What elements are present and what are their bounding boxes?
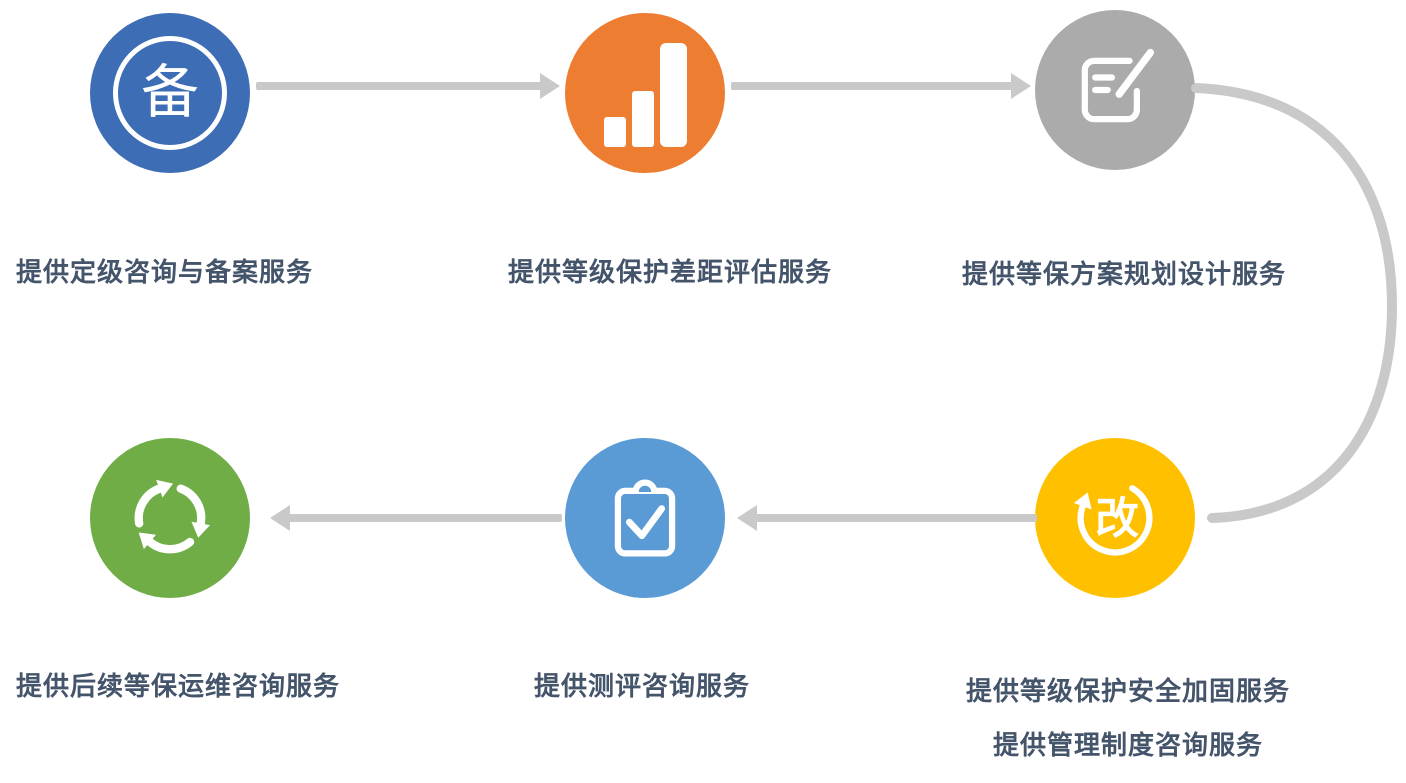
step-circle-security-reinforcement: 改 <box>1035 438 1195 598</box>
filing-glyph: 备 <box>140 60 199 125</box>
step-label-grading-filing: 提供定级咨询与备案服务 <box>16 257 314 287</box>
document-pen-icon <box>1081 48 1155 123</box>
clipboard-check-icon <box>614 479 676 557</box>
step-label-security-reinforcement: 提供等级保护安全加固服务 提供管理制度咨询服务 <box>952 664 1304 772</box>
step-circle-operation-maintenance <box>90 438 250 598</box>
step-label-security-reinforcement-line2: 提供管理制度咨询服务 <box>992 730 1263 760</box>
flow-arrow-4 <box>270 504 562 532</box>
step-label-security-reinforcement-line1: 提供等级保护安全加固服务 <box>965 676 1290 706</box>
flow-arrow-1 <box>256 72 560 100</box>
flow-curve <box>1191 83 1398 523</box>
reform-cycle-icon: 改 <box>1073 485 1153 556</box>
step-circle-evaluation-consulting <box>565 438 725 598</box>
reform-glyph: 改 <box>1095 495 1139 544</box>
bar-chart-icon <box>603 43 687 147</box>
step-circle-grading-filing: 备 <box>90 13 250 173</box>
filing-badge-icon: 备 <box>113 36 227 150</box>
step-label-gap-assessment: 提供等级保护差距评估服务 <box>508 257 833 287</box>
step-circle-gap-assessment <box>565 13 725 173</box>
flow-arrow-2 <box>731 72 1031 100</box>
step-label-evaluation-consulting: 提供测评咨询服务 <box>534 671 751 701</box>
flow-arrow-3 <box>737 504 1037 532</box>
step-label-plan-design: 提供等保方案规划设计服务 <box>962 259 1287 289</box>
step-label-operation-maintenance: 提供后续等保运维咨询服务 <box>16 671 341 701</box>
recycle-arrows-icon <box>120 468 210 568</box>
step-circle-plan-design <box>1035 10 1195 170</box>
